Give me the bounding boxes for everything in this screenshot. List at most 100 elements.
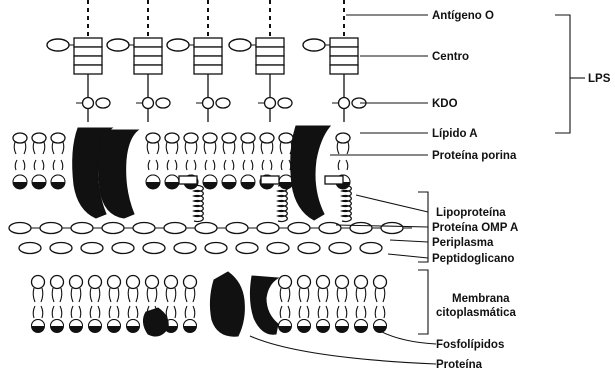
phospholipid-head bbox=[89, 276, 102, 289]
kdo-residue bbox=[203, 98, 214, 109]
omp-a-oval bbox=[381, 223, 403, 234]
labels: Antígeno O Centro LPS KDO Lípido A Prote… bbox=[432, 10, 611, 371]
sugar-oval bbox=[107, 39, 129, 51]
core-sugar-box bbox=[134, 47, 162, 56]
omp-a-oval bbox=[164, 223, 186, 234]
lps-unit bbox=[229, 0, 292, 122]
peptidoglycan-oval bbox=[50, 243, 72, 254]
phospholipid-head bbox=[298, 276, 311, 289]
lps-unit bbox=[47, 0, 110, 122]
core-sugar-box bbox=[74, 38, 102, 47]
lipid-a-tail bbox=[147, 142, 159, 154]
peptidoglycan-oval bbox=[236, 243, 258, 254]
porin-protein bbox=[98, 130, 138, 218]
lipid-a-head bbox=[165, 133, 179, 143]
omp-a-oval bbox=[226, 223, 248, 234]
peptidoglycan-oval bbox=[298, 243, 320, 254]
core-sugar-box bbox=[74, 47, 102, 56]
kdo-residue bbox=[278, 98, 292, 108]
sugar-oval bbox=[303, 39, 325, 51]
core-sugar-box bbox=[330, 47, 358, 56]
peptidoglycan-layer bbox=[9, 223, 412, 254]
omp-a-oval bbox=[350, 223, 372, 234]
phospholipid-tail bbox=[166, 288, 176, 302]
peptidoglycan-oval bbox=[112, 243, 134, 254]
omp-a-oval bbox=[102, 223, 124, 234]
sugar-oval bbox=[47, 39, 69, 51]
phospholipid-head bbox=[184, 276, 197, 289]
phospholipid-head bbox=[70, 276, 83, 289]
omp-a-oval bbox=[9, 223, 31, 234]
label-periplasm: Periplasma bbox=[432, 237, 494, 249]
label-antigen-o: Antígeno O bbox=[432, 10, 494, 22]
lipid-a-head bbox=[336, 133, 350, 143]
core-sugar-box bbox=[134, 56, 162, 65]
phospholipid-tail bbox=[375, 288, 385, 302]
peptidoglycan-oval bbox=[143, 243, 165, 254]
peptidoglycan-oval bbox=[205, 243, 227, 254]
omp-a-oval bbox=[195, 223, 217, 234]
lipid-a-head bbox=[51, 133, 65, 143]
core-sugar-box bbox=[256, 56, 284, 65]
membrane-protein bbox=[143, 308, 168, 336]
lipid-a-tail bbox=[14, 142, 26, 154]
lps-unit bbox=[167, 0, 230, 122]
kdo-residue bbox=[156, 98, 170, 108]
core-sugar-box bbox=[134, 65, 162, 74]
lipoprotein-anchor bbox=[179, 176, 197, 184]
phospholipid-tail bbox=[318, 288, 328, 302]
lipoprotein-coil bbox=[342, 186, 351, 222]
lipoprotein-anchor bbox=[261, 176, 279, 184]
omp-a-oval bbox=[40, 223, 62, 234]
core-sugar-box bbox=[256, 65, 284, 74]
lipid-a-tail bbox=[52, 142, 64, 154]
core-sugar-box bbox=[194, 65, 222, 74]
label-membrane: Membrana bbox=[452, 293, 510, 305]
phospholipid-tail bbox=[71, 288, 81, 302]
core-sugar-box bbox=[194, 56, 222, 65]
lipid-a-head bbox=[13, 133, 27, 143]
phospholipid-head bbox=[374, 276, 387, 289]
peptidoglycan-oval bbox=[360, 243, 382, 254]
peptidoglycan-oval bbox=[174, 243, 196, 254]
phospholipid-head bbox=[336, 276, 349, 289]
phospholipid-head bbox=[51, 276, 64, 289]
phospholipid-tail bbox=[356, 288, 366, 302]
omp-a-oval bbox=[133, 223, 155, 234]
omp-a-oval bbox=[288, 223, 310, 234]
peptidoglycan-oval bbox=[81, 243, 103, 254]
omp-a-oval bbox=[257, 223, 279, 234]
membrane-proteins bbox=[143, 272, 278, 336]
lipid-a-head bbox=[146, 133, 160, 143]
phospholipid-head bbox=[279, 276, 292, 289]
lipid-a-tail bbox=[280, 142, 292, 154]
phospholipid-tail bbox=[128, 288, 138, 302]
lipid-a-tail bbox=[261, 142, 273, 154]
core-sugar-box bbox=[134, 38, 162, 47]
phospholipid-head bbox=[127, 276, 140, 289]
label-lps: LPS bbox=[588, 73, 611, 85]
core-sugar-box bbox=[330, 65, 358, 74]
phospholipid-tail bbox=[52, 288, 62, 302]
lipid-a-head bbox=[203, 133, 217, 143]
phospholipid-head bbox=[146, 276, 159, 289]
core-sugar-box bbox=[194, 47, 222, 56]
label-porin-protein: Proteína porina bbox=[432, 150, 517, 162]
core-sugar-box bbox=[256, 47, 284, 56]
sugar-oval bbox=[167, 39, 189, 51]
label-core: Centro bbox=[432, 51, 469, 63]
phospholipid-head bbox=[317, 276, 330, 289]
lipid-a-tail bbox=[185, 142, 197, 154]
peptidoglycan-oval bbox=[19, 243, 41, 254]
omp-a-oval bbox=[319, 223, 341, 234]
porin-protein bbox=[291, 126, 330, 220]
kdo-residue bbox=[216, 98, 230, 108]
lps-unit bbox=[107, 0, 170, 122]
core-sugar-box bbox=[330, 56, 358, 65]
sugar-oval bbox=[229, 39, 251, 51]
kdo-residue bbox=[265, 98, 276, 109]
label-phospholipids: Fosfolípidos bbox=[436, 339, 504, 351]
lipid-a-tail bbox=[204, 142, 216, 154]
lipid-a-tail bbox=[33, 142, 45, 154]
